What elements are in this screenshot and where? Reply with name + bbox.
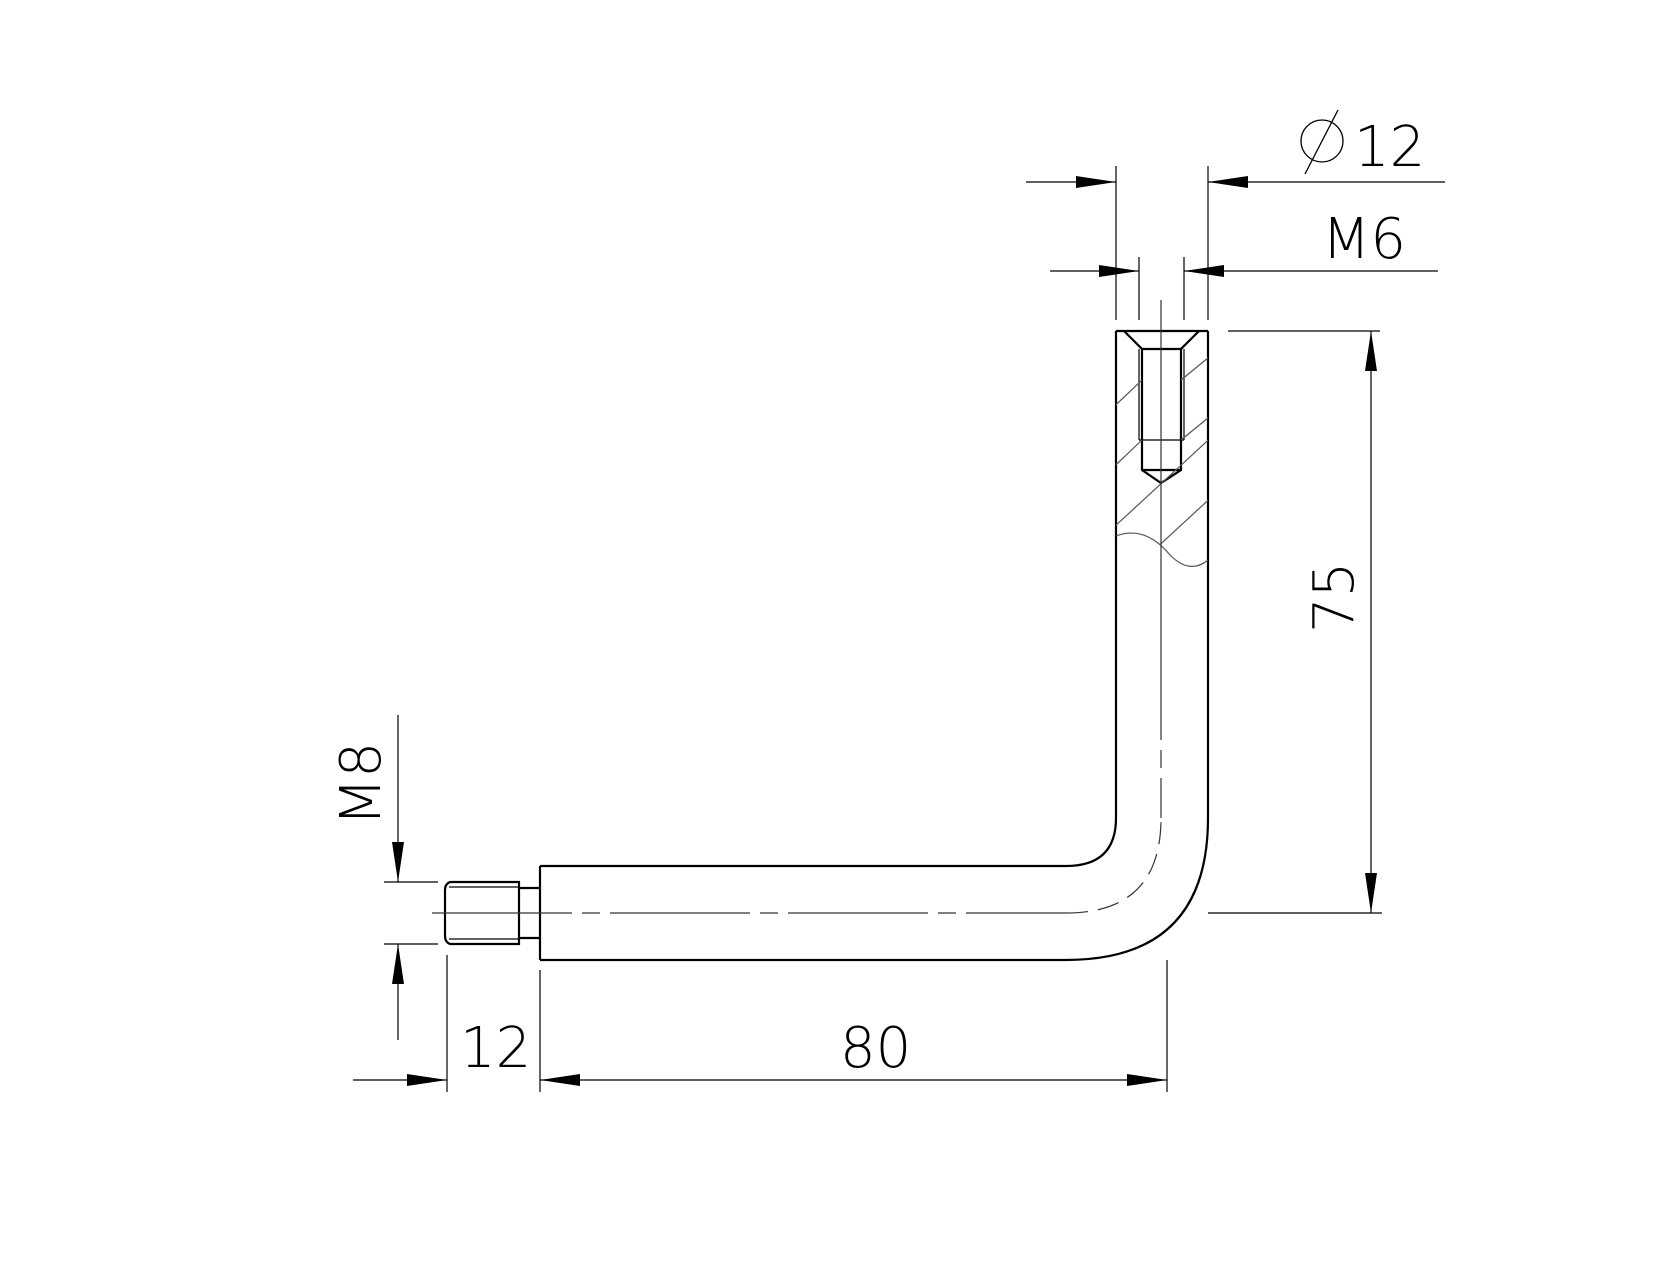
diameter-symbol-icon: [1300, 109, 1344, 175]
dim-side-thread: M8: [329, 742, 394, 826]
centerlines: [432, 300, 1162, 914]
dim-shaft-diameter: 12: [1354, 115, 1425, 180]
section-hatching: [1115, 339, 1209, 567]
dim-top-thread: M6: [1322, 207, 1406, 272]
part-outline: [443, 329, 1210, 962]
dim-horizontal-length: 80: [840, 1016, 911, 1081]
dimension-lines: [353, 166, 1445, 1092]
dim-vertical-length: 75: [1302, 562, 1367, 633]
dim-thread-length: 12: [460, 1016, 531, 1081]
